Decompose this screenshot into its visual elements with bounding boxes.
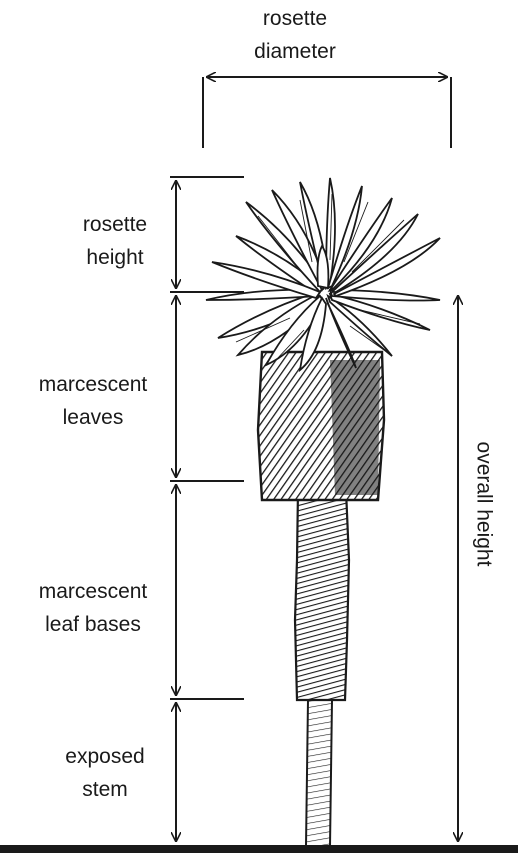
marcescent-leaves-drawing bbox=[258, 352, 384, 500]
marcescent-leaf-bases-label: marcescent leaf bases bbox=[18, 575, 168, 641]
rosette-diameter-dimension bbox=[203, 77, 451, 148]
rosette-height-label: rosette height bbox=[60, 208, 170, 274]
marcescent-leaves-label: marcescent leaves bbox=[18, 368, 168, 434]
ground-line bbox=[0, 845, 518, 853]
exposed-stem-label-line2: stem bbox=[40, 773, 170, 806]
exposed-stem-label: exposed stem bbox=[40, 740, 170, 806]
left-segment-dimensions bbox=[170, 177, 244, 841]
rosette-height-label-line2: height bbox=[60, 241, 170, 274]
marcescent-leaves-label-line1: marcescent bbox=[18, 368, 168, 401]
marcescent-leaf-bases-label-line1: marcescent bbox=[18, 575, 168, 608]
marcescent-leaf-bases-drawing bbox=[295, 490, 349, 700]
rosette-diameter-label: rosette diameter bbox=[230, 2, 360, 68]
exposed-stem-drawing bbox=[306, 700, 332, 846]
exposed-stem-label-line1: exposed bbox=[40, 740, 170, 773]
rosette-height-label-line1: rosette bbox=[60, 208, 170, 241]
marcescent-leaf-bases-label-line2: leaf bases bbox=[18, 608, 168, 641]
rosette-diameter-label-line1: rosette bbox=[230, 2, 360, 35]
marcescent-leaves-label-line2: leaves bbox=[18, 401, 168, 434]
rosette-diameter-label-line2: diameter bbox=[230, 35, 360, 68]
rosette-drawing bbox=[206, 178, 440, 370]
overall-height-label: overall height bbox=[468, 404, 501, 604]
